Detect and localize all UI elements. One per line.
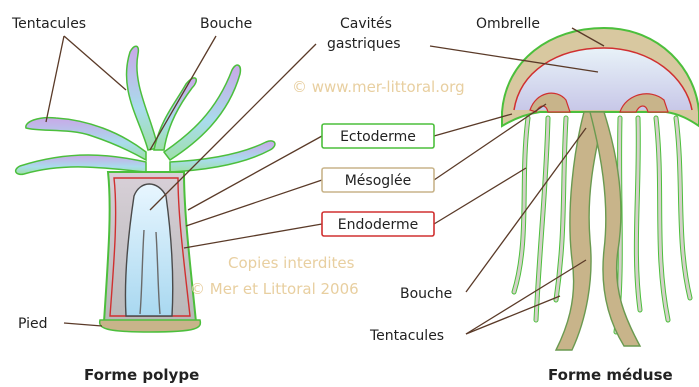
polype-tentacles: [16, 46, 275, 174]
meduse-figure: [502, 28, 699, 350]
meduse-oral-arms: [530, 93, 668, 350]
polype-gastric-cavity: [125, 184, 172, 316]
box-mesoglee-label: Mésoglée: [345, 173, 412, 189]
watermark-copies: Copies interdites: [228, 254, 355, 272]
label-tentacules-bottom: Tentacules: [369, 328, 444, 344]
label-cavites-line1: Cavités: [340, 16, 392, 32]
title-meduse: Forme méduse: [548, 366, 673, 384]
label-cavites-line2: gastriques: [327, 36, 401, 52]
title-polype: Forme polype: [84, 366, 199, 384]
box-ectoderme-label: Ectoderme: [340, 129, 416, 145]
label-pied: Pied: [18, 316, 48, 332]
box-endoderme-label: Endoderme: [338, 217, 418, 233]
polype-foot: [100, 320, 201, 332]
label-bouche-bottom: Bouche: [400, 286, 452, 302]
label-ombrelle: Ombrelle: [476, 16, 540, 32]
watermark-site: © www.mer-littoral.org: [292, 78, 465, 96]
watermark-copyright: © Mer et Littoral 2006: [190, 280, 359, 298]
label-tentacules-top: Tentacules: [11, 16, 86, 32]
box-ectoderme: Ectoderme: [322, 124, 434, 148]
box-mesoglee: Mésoglée: [322, 168, 434, 192]
box-endoderme: Endoderme: [322, 212, 434, 236]
label-bouche-top: Bouche: [200, 16, 252, 32]
